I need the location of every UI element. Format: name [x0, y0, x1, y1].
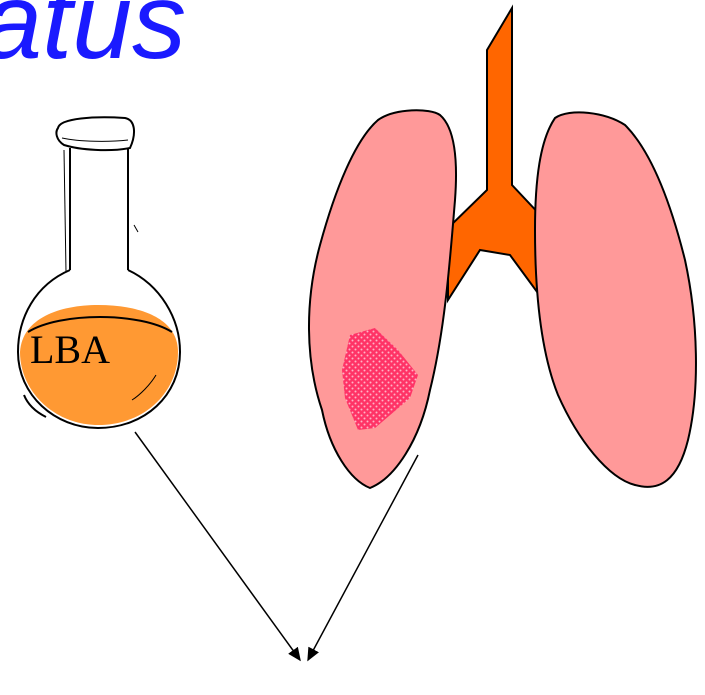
slide-title: atus: [0, 0, 186, 81]
arrow-icon: [135, 432, 300, 660]
flask-label: LBA: [30, 327, 110, 372]
arrow-icon: [308, 455, 418, 660]
flask-icon: LBA: [18, 117, 180, 428]
